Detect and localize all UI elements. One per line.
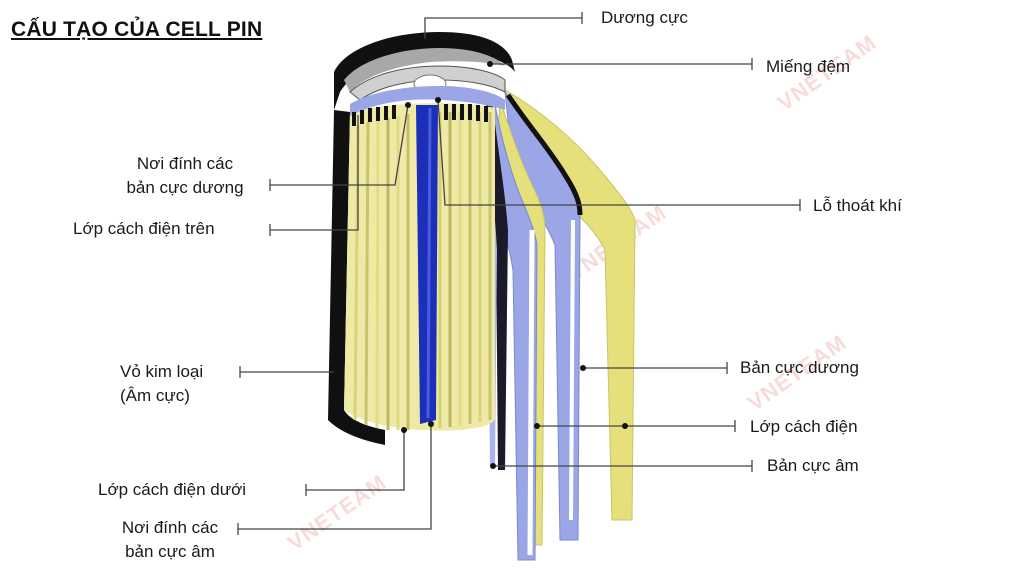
dot-positive-terminal — [422, 39, 428, 45]
center-core — [416, 105, 438, 424]
leader-top-insulator — [270, 115, 359, 231]
dot-bottom-insulator — [401, 427, 407, 433]
label-negative-plate: Bản cực âm — [767, 456, 859, 475]
label-top-insulator: Lớp cách điện trên — [73, 219, 215, 238]
label-can: Vỏ kim loại (Âm cực) — [120, 360, 203, 408]
dot-negative-tab — [428, 421, 434, 427]
label-positive-tab-line1: Nơi đính các — [136, 154, 234, 173]
top-cap — [334, 32, 515, 126]
label-vent: Lỗ thoát khí — [813, 196, 902, 215]
label-negative-tab-line2: bản cực âm — [125, 542, 215, 561]
leader-lines — [237, 12, 801, 535]
label-positive-terminal: Dương cực — [601, 8, 688, 27]
top-insulator-teeth — [352, 104, 488, 126]
diagram-title: CẤU TẠO CỦA CELL PIN — [11, 18, 263, 41]
label-gasket: Miếng đệm — [766, 57, 851, 76]
dot-separator-right — [622, 423, 628, 429]
positive-terminal-cap — [344, 48, 505, 92]
cylinder-body — [328, 103, 495, 445]
label-can-line1: Vỏ kim loại — [120, 362, 204, 381]
dot-gasket — [487, 61, 493, 67]
label-positive-plate: Bản cực dương — [740, 358, 859, 377]
peeled-layers — [478, 88, 636, 561]
dot-vent — [435, 97, 441, 103]
leader-dots — [401, 39, 628, 469]
label-positive-tab: Nơi đính các bản cực dương — [105, 152, 265, 200]
dot-positive-plate — [580, 365, 586, 371]
label-negative-tab-line1: Nơi đính các — [121, 518, 219, 537]
label-separator: Lớp cách điện — [750, 417, 858, 436]
dot-negative-plate — [490, 463, 496, 469]
white-strip — [569, 219, 575, 521]
leader-positive-tab — [270, 104, 409, 186]
coil-stripes — [353, 112, 492, 430]
white-strip — [527, 229, 535, 556]
metal-can-shell — [328, 110, 385, 445]
label-positive-tab-line2: bản cực dương — [126, 178, 244, 197]
leader-positive-terminal — [424, 17, 582, 42]
leader-bottom-insulator — [306, 430, 405, 491]
label-negative-tab: Nơi đính các bản cực âm — [100, 516, 240, 564]
leader-vent — [437, 99, 800, 206]
leader-negative-tab — [238, 424, 432, 530]
blue-top-ring — [350, 86, 505, 116]
dot-separator-left — [534, 423, 540, 429]
gasket-ring — [349, 65, 506, 101]
label-bottom-insulator: Lớp cách điện dưới — [98, 480, 247, 499]
dot-positive-tab — [405, 102, 411, 108]
label-can-line2: (Âm cực) — [120, 386, 190, 405]
outer-dark-strip — [482, 100, 508, 470]
core-highlight — [426, 107, 432, 419]
